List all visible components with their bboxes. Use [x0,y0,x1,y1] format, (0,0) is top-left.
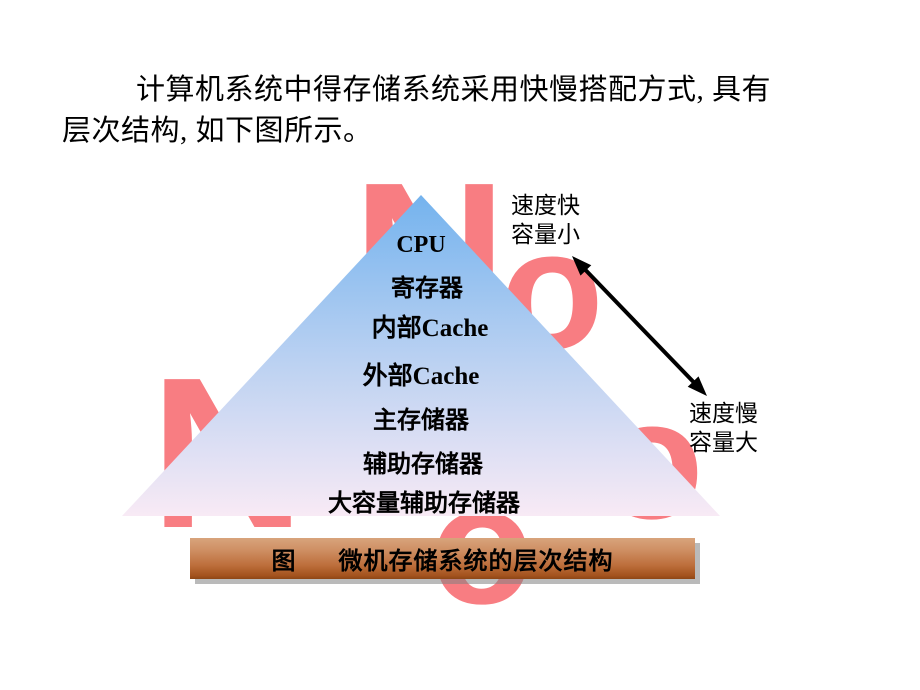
paragraph-line-2: 层次结构, 如下图所示。 [62,115,373,148]
arrow-shaft [578,262,701,390]
pyramid-layer-label: CPU [396,232,446,258]
pyramid-layer-label: 内部Cache [371,315,489,342]
body-paragraph: 计算机系统中得存储系统采用快慢搭配方式, 具有 层次结构, 如下图所示。 [62,70,862,152]
slow-large-line-1: 速度慢 [689,401,758,426]
fast-small-annotation: 速度快 容量小 [511,192,580,250]
watermark-letter: N [150,332,306,573]
figure-caption-bar: 图 微机存储系统的层次结构 [190,538,695,579]
pyramid-layer-label: 外部Cache [362,363,480,390]
slow-large-annotation: 速度慢 容量大 [689,400,758,458]
fast-small-line-2: 容量小 [511,221,580,247]
arrow-head-start [572,256,592,276]
pyramid-layer-label: 辅助存储器 [363,452,483,478]
paragraph-line-1: 计算机系统中得存储系统采用快慢搭配方式, 具有 [136,74,772,106]
pyramid-layer-label: 寄存器 [391,276,463,302]
slow-large-line-2: 容量大 [689,429,758,455]
fast-small-line-1: 速度快 [511,193,580,218]
arrow-head-end [687,376,707,396]
pyramid-layer-label: 主存储器 [373,408,469,434]
figure-caption-text: 图 微机存储系统的层次结构 [271,549,614,575]
pyramid-layer-label: 大容量辅助存储器 [328,491,520,517]
